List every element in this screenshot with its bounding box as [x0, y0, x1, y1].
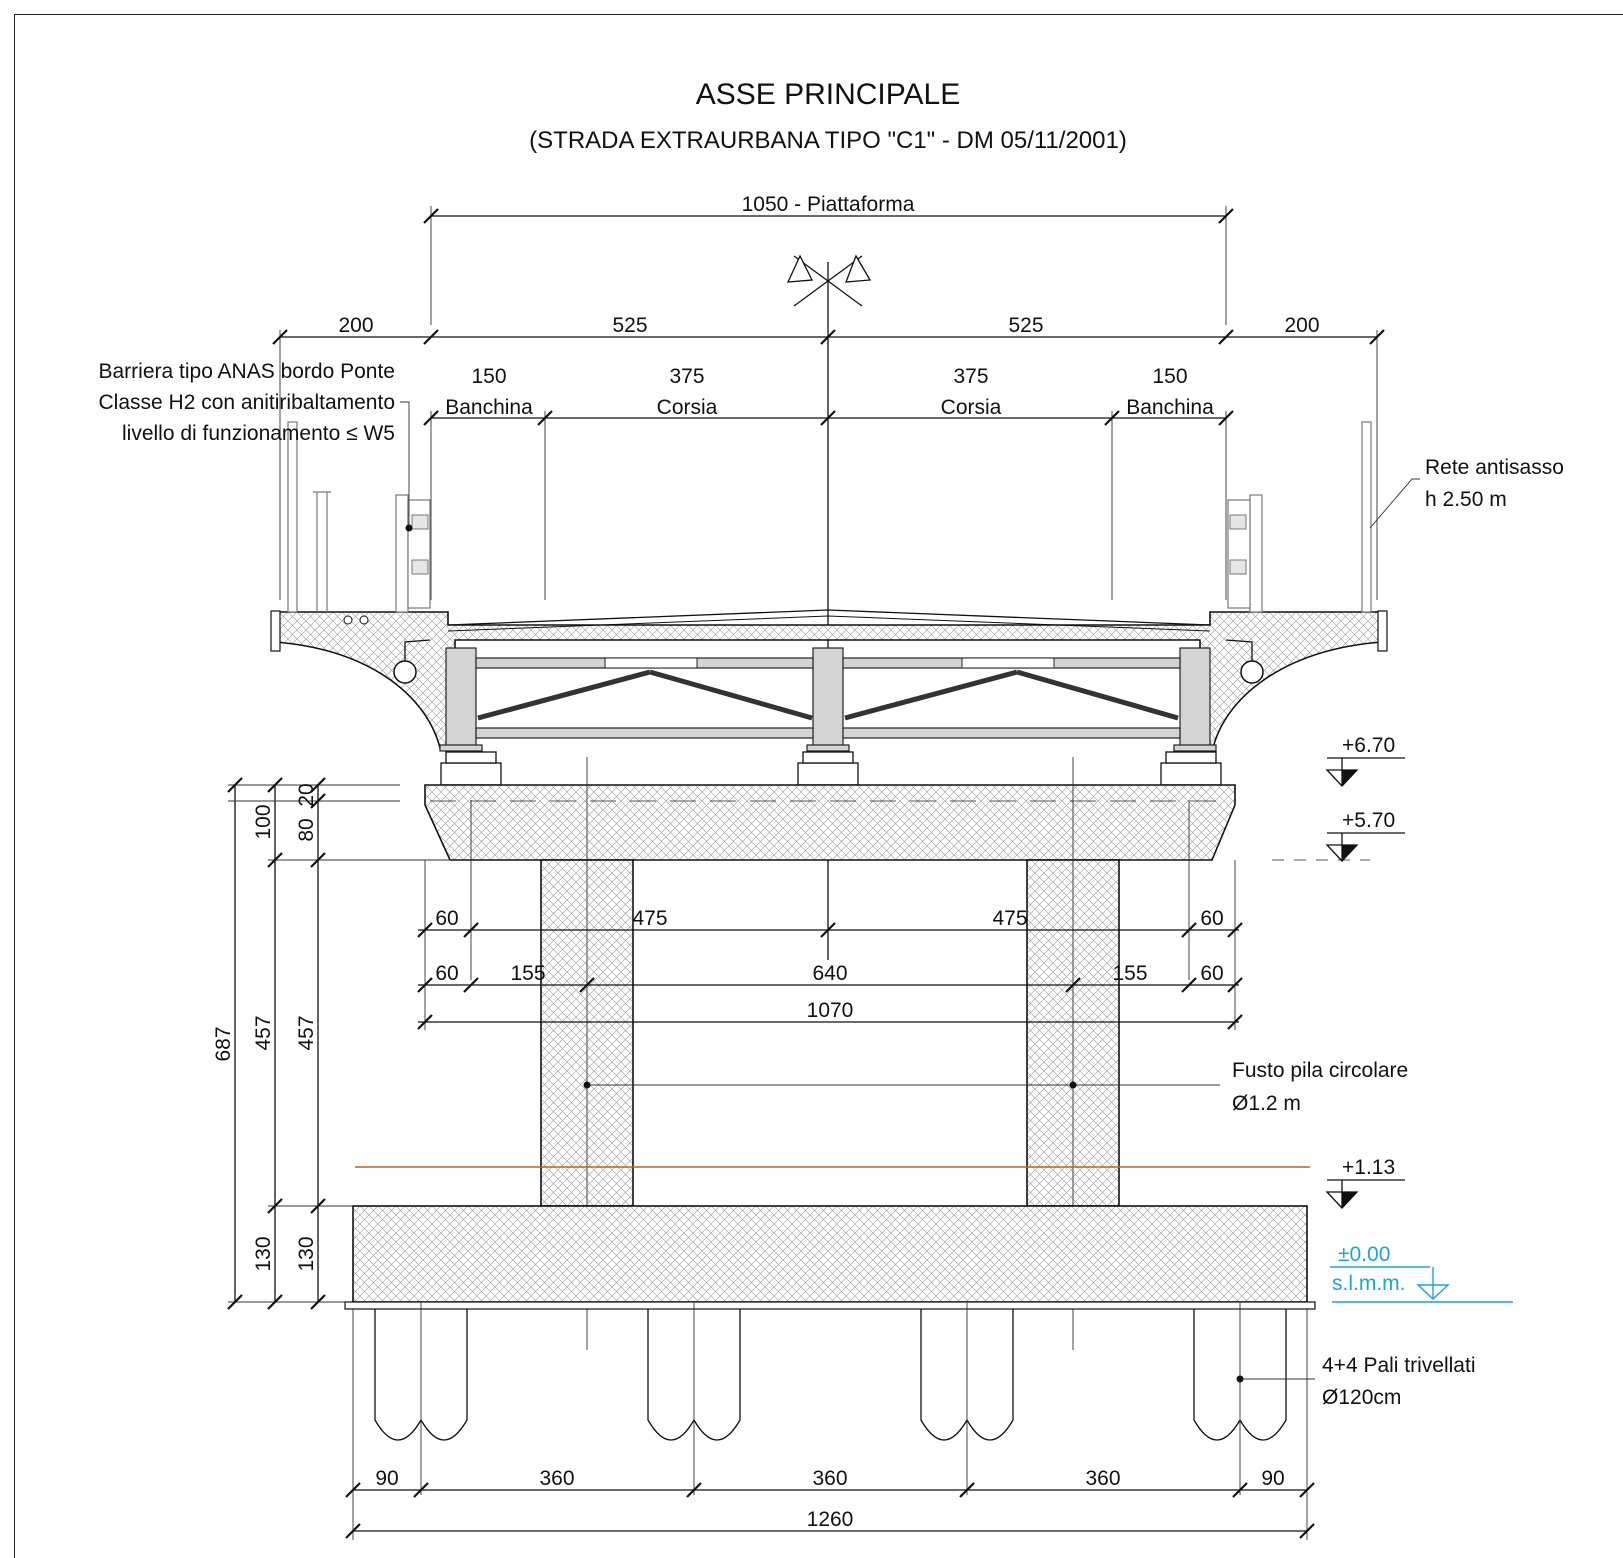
vertical-dimensions: 687 100 457 130 20 80 457 130	[212, 777, 450, 1310]
vertical-top1-dim: 20	[295, 783, 318, 806]
pier-dim-row2-4: 155	[1112, 962, 1147, 985]
barrier-note-1: Barriera tipo ANAS bordo Ponte	[98, 360, 395, 383]
level-deck: +6.70	[1325, 734, 1405, 787]
barrier-callout: Barriera tipo ANAS bordo Ponte Classe H2…	[98, 360, 413, 532]
left-shoulder-width: 150	[471, 365, 506, 388]
left-rockfall-net	[287, 421, 331, 613]
level-pier-cap-label: +5.70	[1342, 809, 1395, 832]
pier-dim-row2-2: 155	[510, 962, 545, 985]
left-shoulder-label: Banchina	[445, 396, 533, 419]
net-callout: Rete antisasso h 2.50 m	[1369, 456, 1564, 529]
level-sea-sublabel: s.l.m.m.	[1332, 1272, 1406, 1295]
page-title: ASSE PRINCIPALE	[696, 78, 961, 111]
pier-dim-row2-1: 60	[435, 962, 458, 985]
vertical-footing-dim: 130	[252, 1236, 275, 1271]
piles-note-1: 4+4 Pali trivellati	[1322, 1354, 1476, 1377]
left-half-width: 525	[612, 314, 647, 337]
pile-dim-2: 360	[539, 1467, 574, 1490]
pier-dim-row1-1: 60	[435, 907, 458, 930]
level-footing-label: +1.13	[1342, 1156, 1395, 1179]
vertical-total-dim: 687	[212, 1026, 235, 1061]
pile-dim-1: 90	[375, 1467, 398, 1490]
pier-cap	[424, 784, 1236, 861]
column-callout: Fusto pila circolare Ø1.2 m	[583, 1059, 1408, 1115]
left-edge-width: 200	[338, 314, 373, 337]
vertical-footing-inner-dim: 130	[295, 1236, 318, 1271]
pier-dim-row2-3: 640	[812, 962, 847, 985]
vertical-cap-dim: 100	[252, 804, 275, 839]
pile-cap-footing	[352, 1205, 1308, 1303]
pile-dim-3: 360	[812, 1467, 847, 1490]
level-footing: +1.13	[1325, 1156, 1405, 1209]
left-safety-barrier	[395, 494, 431, 613]
left-lane-width: 375	[669, 365, 704, 388]
column-note-1: Fusto pila circolare	[1232, 1059, 1408, 1082]
page-subtitle: (STRADA EXTRAURBANA TIPO "C1" - DM 05/11…	[529, 127, 1127, 154]
level-deck-label: +6.70	[1342, 734, 1395, 757]
pier-total-width: 1070	[807, 999, 854, 1022]
pile-dim-5: 90	[1261, 1467, 1284, 1490]
right-half-width: 525	[1008, 314, 1043, 337]
pier-dim-row2-5: 60	[1200, 962, 1223, 985]
vertical-column-dim: 457	[252, 1015, 275, 1050]
right-safety-barrier	[1227, 494, 1263, 613]
barrier-note-3: livello di funzionamento ≤ W5	[122, 422, 395, 445]
right-lane-label: Corsia	[941, 396, 1002, 419]
half-widths-dimension: 200 525 525 200	[272, 314, 1385, 600]
net-note-2: h 2.50 m	[1425, 488, 1507, 511]
lanes-dimension: 150 Banchina 375 Corsia 375 Corsia 150 B…	[423, 365, 1234, 600]
bearings	[440, 751, 1222, 786]
steel-girders	[439, 647, 1217, 752]
pier-dim-row1-3: 475	[992, 907, 1027, 930]
right-rockfall-net	[1361, 421, 1372, 613]
right-edge-width: 200	[1284, 314, 1319, 337]
platform-dimension: 1050 - Piattaforma	[423, 193, 1234, 325]
pier-dim-row1-4: 60	[1200, 907, 1223, 930]
platform-width-label: 1050 - Piattaforma	[742, 193, 915, 216]
right-lane-width: 375	[953, 365, 988, 388]
level-pier-cap: +5.70	[1272, 809, 1405, 862]
pier-dim-row1-2: 475	[632, 907, 667, 930]
pier-dimensions: 60 475 475 60 60 155 640 155 60 1070	[417, 860, 1243, 1030]
drilled-piles	[374, 1302, 1287, 1495]
vertical-column-inner-dim: 457	[295, 1015, 318, 1050]
column-note-2: Ø1.2 m	[1232, 1092, 1301, 1115]
level-sea-label: ±0.00	[1338, 1243, 1390, 1266]
right-shoulder-width: 150	[1152, 365, 1187, 388]
pile-total-width: 1260	[807, 1508, 854, 1531]
piles-note-2: Ø120cm	[1322, 1386, 1401, 1409]
piles-callout: 4+4 Pali trivellati Ø120cm	[1236, 1354, 1476, 1409]
net-note-1: Rete antisasso	[1425, 456, 1564, 479]
left-lane-label: Corsia	[657, 396, 718, 419]
barrier-note-2: Classe H2 con anitiribaltamento	[99, 391, 395, 414]
drawing-frame	[14, 14, 1623, 1558]
right-shoulder-label: Banchina	[1126, 396, 1214, 419]
level-sea: ±0.00 s.l.m.m.	[1330, 1243, 1450, 1300]
vertical-top2-dim: 80	[295, 818, 318, 841]
pile-dimensions: 90 360 360 360 90 1260	[345, 1309, 1315, 1540]
pile-dim-4: 360	[1085, 1467, 1120, 1490]
